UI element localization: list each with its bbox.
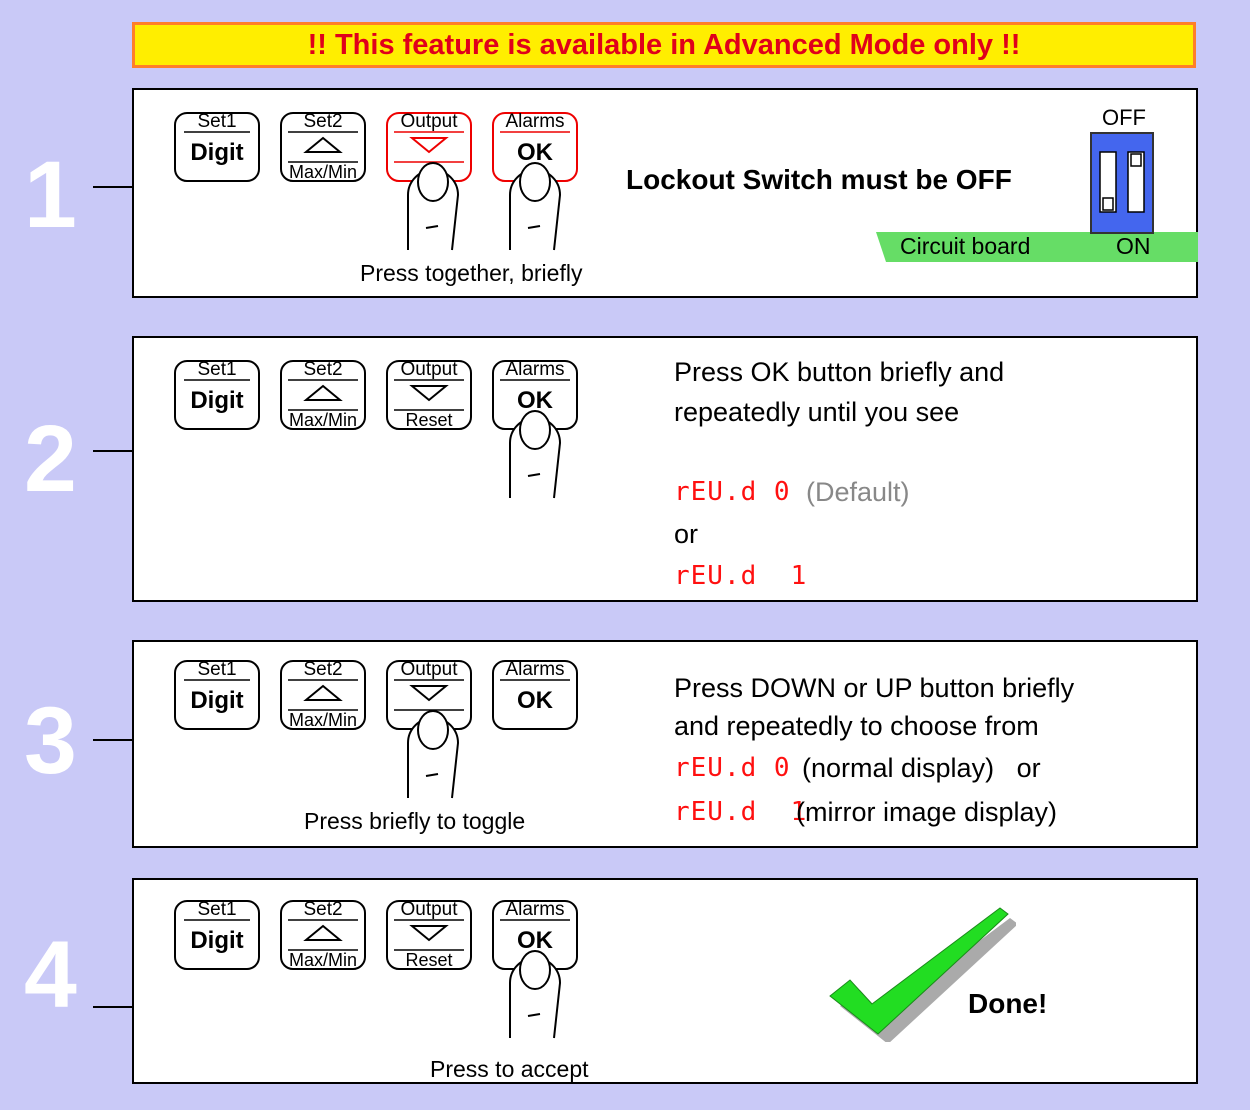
step-number-4: 4	[24, 922, 77, 1028]
output-down-key[interactable]: Output	[386, 660, 472, 730]
set2-up-key[interactable]: Set2 Max/Min	[280, 112, 366, 182]
maxmin-label: Max/Min	[288, 710, 357, 730]
ok-label: OK	[517, 687, 553, 714]
ok-label: OK	[517, 927, 553, 954]
output-label: Output	[400, 899, 458, 920]
step-3-instruction-line2: and repeatedly to choose from	[674, 711, 1039, 741]
set2-up-key[interactable]: Set2 Max/Min	[280, 660, 366, 730]
set1-label: Set1	[197, 111, 237, 132]
display-reading-1: rEU.d 1	[674, 797, 808, 827]
finger-pointer-icon	[407, 710, 460, 799]
down-arrow-icon	[409, 925, 449, 942]
mirror-display-option: (mirror image display)	[796, 797, 1058, 827]
digit-label: Digit	[190, 687, 244, 714]
up-arrow-icon	[303, 384, 343, 401]
step-number-2: 2	[24, 406, 77, 512]
lockout-switch-icon[interactable]	[1090, 132, 1154, 234]
output-down-key[interactable]: Output	[386, 112, 472, 182]
set2-up-key[interactable]: Set2 Max/Min	[280, 900, 366, 970]
up-arrow-icon	[303, 136, 343, 153]
output-down-key[interactable]: Output Reset	[386, 360, 472, 430]
digit-label: Digit	[190, 927, 244, 954]
step-3-instruction-line1: Press DOWN or UP button briefly	[674, 673, 1075, 703]
maxmin-label: Max/Min	[288, 162, 357, 182]
step-number-1: 1	[24, 142, 77, 248]
finger-pointer-icon	[509, 162, 562, 251]
down-arrow-icon	[409, 385, 449, 402]
display-reading-0: rEU.d 0	[674, 753, 791, 783]
circuit-board-label: Circuit board	[900, 233, 1031, 259]
step-3-caption: Press briefly to toggle	[304, 808, 526, 834]
step-1-caption: Press together, briefly	[360, 260, 583, 286]
default-note: (Default)	[806, 477, 910, 507]
ok-label: OK	[517, 139, 553, 166]
reset-label: Reset	[405, 950, 453, 970]
step-3-panel: Set1 Digit Set2 Max/Min Output Alarms OK…	[132, 640, 1198, 848]
step-leader-line	[93, 1006, 134, 1008]
step-leader-line	[93, 186, 134, 188]
alarms-ok-key[interactable]: Alarms OK	[492, 112, 578, 182]
alarms-label: Alarms	[505, 899, 565, 920]
output-label: Output	[400, 111, 458, 132]
finger-pointer-icon	[407, 162, 460, 251]
checkmark-icon	[829, 907, 1016, 1042]
display-reading-0: rEU.d 0	[674, 477, 791, 507]
set1-digit-key[interactable]: Set1 Digit	[174, 360, 260, 430]
up-arrow-icon	[303, 684, 343, 701]
output-label: Output	[400, 659, 458, 680]
step-number-3: 3	[24, 688, 77, 794]
normal-display-option: (normal display) or	[802, 753, 1041, 783]
alarms-ok-key[interactable]: Alarms OK	[492, 660, 578, 730]
set1-label: Set1	[197, 659, 237, 680]
circuit-board-icon	[876, 232, 1198, 262]
alarms-ok-key[interactable]: Alarms OK	[492, 360, 578, 430]
ok-label: OK	[517, 387, 553, 414]
set2-label: Set2	[303, 659, 343, 680]
set1-digit-key[interactable]: Set1 Digit	[174, 112, 260, 182]
up-arrow-icon	[303, 924, 343, 941]
maxmin-label: Max/Min	[288, 410, 357, 430]
set2-label: Set2	[303, 111, 343, 132]
set1-label: Set1	[197, 899, 237, 920]
set2-label: Set2	[303, 899, 343, 920]
set2-up-key[interactable]: Set2 Max/Min	[280, 360, 366, 430]
or-text: or	[674, 519, 699, 549]
down-arrow-icon	[409, 685, 449, 702]
maxmin-label: Max/Min	[288, 950, 357, 970]
finger-pointer-icon	[509, 410, 562, 499]
step-leader-line	[93, 450, 134, 452]
alarms-label: Alarms	[505, 111, 565, 132]
step-4-caption: Press to accept	[430, 1056, 589, 1082]
digit-label: Digit	[190, 387, 244, 414]
set2-label: Set2	[303, 359, 343, 380]
down-arrow-icon	[409, 137, 449, 154]
advanced-mode-banner: !! This feature is available in Advanced…	[132, 22, 1196, 68]
switch-off-label: OFF	[1102, 105, 1146, 130]
step-4-panel: Set1 Digit Set2 Max/Min Output Reset Ala…	[132, 878, 1198, 1084]
digit-label: Digit	[190, 139, 244, 166]
output-down-key[interactable]: Output Reset	[386, 900, 472, 970]
reset-label: Reset	[405, 410, 453, 430]
step-2-panel: Set1 Digit Set2 Max/Min Output Reset Ala…	[132, 336, 1198, 602]
set1-digit-key[interactable]: Set1 Digit	[174, 660, 260, 730]
alarms-label: Alarms	[505, 359, 565, 380]
step-1-panel: Set1 Digit Set2 Max/Min Output Alarms OK…	[132, 88, 1198, 298]
alarms-ok-key[interactable]: Alarms OK	[492, 900, 578, 970]
alarms-label: Alarms	[505, 659, 565, 680]
set1-digit-key[interactable]: Set1 Digit	[174, 900, 260, 970]
switch-on-label: ON	[1116, 233, 1151, 259]
output-label: Output	[400, 359, 458, 380]
step-2-instruction-line2: repeatedly until you see	[674, 397, 960, 427]
finger-pointer-icon	[509, 950, 562, 1039]
display-reading-1: rEU.d 1	[674, 561, 808, 591]
set1-label: Set1	[197, 359, 237, 380]
done-text: Done!	[968, 988, 1048, 1019]
lockout-note: Lockout Switch must be OFF	[626, 164, 1012, 195]
step-2-instruction-line1: Press OK button briefly and	[674, 357, 1005, 387]
step-leader-line	[93, 739, 134, 741]
